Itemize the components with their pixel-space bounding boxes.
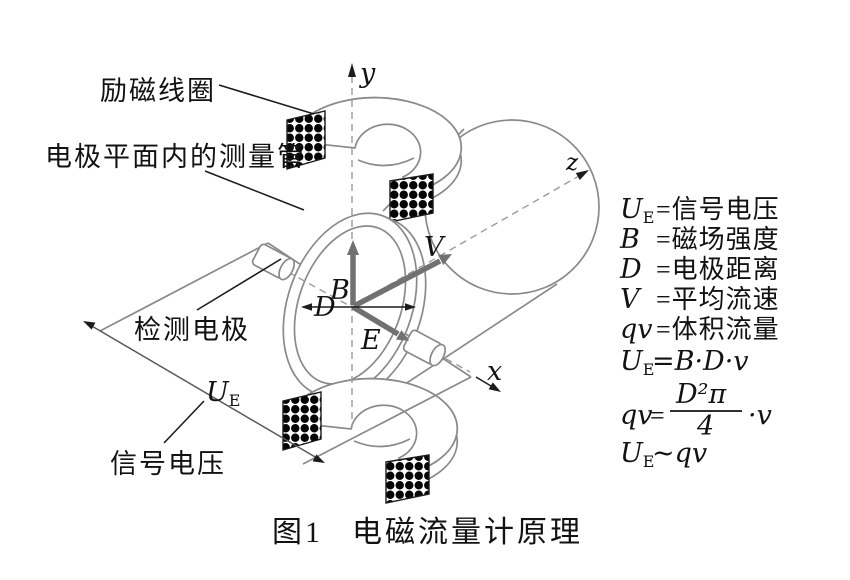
dimension-arrowhead [83,321,96,330]
z-axis-arrowhead [575,170,589,180]
signal-dimension-line [84,321,323,462]
signal-voltage-label: 信号电压 [110,449,226,479]
formula-proportional: UE~qv [620,438,707,471]
formula-ue: UE=B·D·v [620,346,749,379]
upper-electrode [251,243,296,281]
svg-text:qv: qv [620,400,653,431]
tube-inner-wall [293,225,407,385]
e-vector-label: E [360,325,381,356]
field-vectors [301,240,452,341]
legend-line: qv=体积流量 [620,314,780,345]
detection-electrode-label: 检测电极 [134,315,250,345]
svg-text:4: 4 [696,411,714,442]
d-dimension-label: D [313,292,336,323]
y-axis-label: y [359,58,376,89]
svg-text:D²π: D²π [675,379,727,410]
lower-electrode [402,329,447,367]
x-axis-arrowhead [488,382,501,392]
v-vector [352,258,442,309]
legend: UE=信号电压 B=磁场强度 D=电极距离 V=平均流速 qv=体积流量 UE=… [619,194,780,471]
e-vector-head [395,330,409,341]
leader-lines [163,84,315,444]
x-axis-line [475,376,492,387]
cylinder-bottom-edge [389,283,558,395]
signal-leader [163,400,205,444]
formula-qv-fraction: qv = D²π 4 ·v [620,379,772,442]
z-axis-label: z [565,150,579,176]
b-vector-label: B [329,275,350,306]
electrode-plane-front [83,321,472,465]
dimension-arrowhead [312,454,325,463]
d-arrowhead [405,303,416,311]
x-axis-label: x [487,356,502,387]
y-axis-arrowhead [348,63,356,77]
v-vector-head [438,254,452,265]
measuring-tube-label: 电极平面内的测量管 [45,142,306,172]
v-vector-label: V [424,232,446,263]
legend-line: V=平均流速 [620,284,780,315]
legend-line: UE=信号电压 [620,194,780,227]
b-vector-head [347,240,359,255]
legend-line: B=磁场强度 [619,224,780,255]
tube-leader [204,170,305,211]
svg-text:=: = [650,401,666,430]
electrode-plane-right-edge [302,376,472,465]
svg-text:·v: ·v [748,400,772,431]
excitation-coil-label: 励磁线圈 [100,76,216,106]
signal-symbol-label: UE [206,377,240,410]
legend-line: D=电极距离 [619,254,780,285]
electrode-plane-left-edge [99,242,269,332]
e-vector [351,304,400,337]
d-arrowhead [301,303,312,311]
coil-leader [218,84,315,115]
electrode-leader [196,258,282,311]
